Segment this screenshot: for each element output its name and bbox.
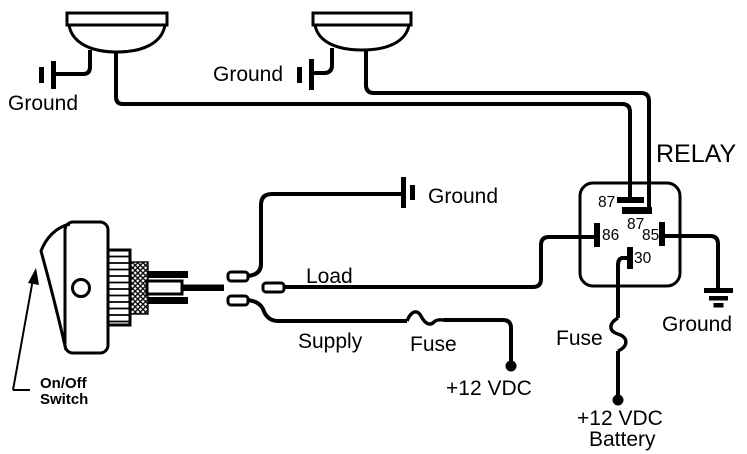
relay-terminal-85 <box>659 222 665 246</box>
supply-source-label: +12 VDC <box>446 377 532 400</box>
relay-ground-wire <box>665 234 720 288</box>
relay-pin-86-label: 86 <box>602 227 619 244</box>
ground-symbol-lamp-left <box>39 61 56 89</box>
fuse-label-supply: Fuse <box>410 333 457 356</box>
battery-source-label-line1: +12 VDC <box>577 407 663 430</box>
switch-caption-line1: On/Off <box>40 375 88 392</box>
ground-symbol-lamp-right <box>297 59 314 90</box>
relay-pin-87-mid-label: 87 <box>627 216 644 233</box>
lamp-left-feed-wire <box>114 51 632 199</box>
switch-terminal-bottom <box>148 297 188 304</box>
relay-terminal-30 <box>627 247 633 269</box>
arrow-line <box>12 278 34 391</box>
lamp-left-reflector <box>67 23 167 54</box>
wires <box>56 48 720 406</box>
switch-knurled-nut <box>129 261 149 315</box>
relay-terminal-86 <box>594 223 600 247</box>
switch-rocker-lever <box>39 222 71 351</box>
lamp-right-feed-wire <box>364 49 651 209</box>
ground-label-lamp-right: Ground <box>213 63 283 86</box>
fuse-symbol-battery <box>609 316 628 353</box>
battery-terminal-dot <box>612 394 624 406</box>
battery-wire-upper <box>616 256 628 318</box>
switch-caption-arrow <box>12 268 39 391</box>
switch-caption-line2: Switch <box>40 391 88 408</box>
supply-source-terminal-dot <box>505 360 517 372</box>
fog-lamp-left <box>65 11 169 54</box>
ground-label-relay: Ground <box>662 313 732 336</box>
ground-symbol-relay <box>704 288 733 308</box>
relay-body <box>578 181 682 288</box>
lamp-right-reflector <box>313 23 411 52</box>
rocker-switch <box>39 220 224 355</box>
switch-terminal-middle-base <box>145 279 184 296</box>
fuse-label-battery: Fuse <box>556 327 603 350</box>
fuse-symbol-supply <box>405 310 446 326</box>
relay-pin-30-label: 30 <box>634 250 652 267</box>
supply-label: Supply <box>298 330 363 353</box>
load-label: Load <box>306 265 353 288</box>
switch-terminal-middle-pin <box>182 284 224 291</box>
relay-pin-87-top-label: 87 <box>598 194 615 211</box>
battery-source-label-line2: Battery <box>589 428 656 451</box>
supply-source-wire <box>444 318 513 361</box>
switch-threaded-bushing <box>106 248 132 327</box>
ground-label-lamp-left: Ground <box>8 92 78 115</box>
lamp-right-ground-wire <box>314 48 334 75</box>
switch-ground-wire <box>246 192 401 278</box>
lamp-left-lens-rim <box>65 11 169 27</box>
spade-connector-ground <box>226 270 250 283</box>
supply-wire <box>246 298 407 323</box>
ground-label-switch-circuit: Ground <box>428 185 498 208</box>
relay-pin-85-label: 85 <box>642 227 659 244</box>
spade-connector-load <box>261 281 286 294</box>
switch-indicator-dot <box>71 278 91 298</box>
arrow-head <box>28 268 39 285</box>
relay-terminal-87-mid <box>622 207 652 214</box>
ground-symbol-switch-circuit <box>401 177 415 208</box>
relay-title: RELAY <box>656 140 736 168</box>
lamp-right-lens-rim <box>311 11 413 27</box>
switch-terminal-top <box>148 271 188 278</box>
relay-terminal-87-top <box>617 197 644 203</box>
spade-connector-supply <box>226 294 250 307</box>
lamp-left-ground-wire <box>56 50 92 76</box>
fog-lamp-right <box>311 11 413 52</box>
load-wire <box>284 235 596 289</box>
relay: 87 87 86 85 30 <box>578 181 682 288</box>
